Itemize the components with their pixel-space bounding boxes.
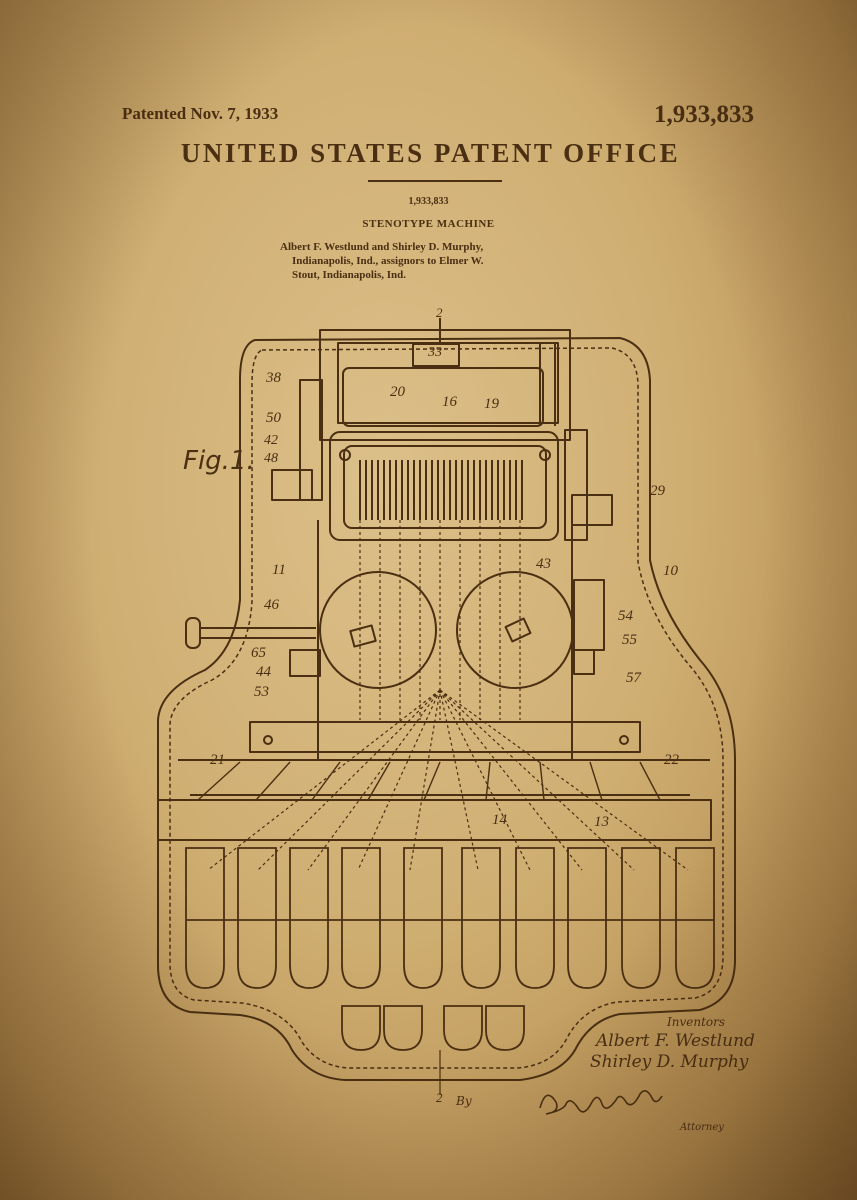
roller-housing bbox=[342, 367, 544, 427]
key-row-thumb bbox=[341, 1005, 525, 1095]
ref-42: 42 bbox=[264, 433, 278, 448]
ref-43: 43 bbox=[536, 556, 551, 572]
ref-33: 33 bbox=[428, 345, 442, 360]
ref-48: 48 bbox=[264, 451, 278, 466]
title-rule bbox=[368, 180, 502, 182]
right-wheel bbox=[456, 571, 574, 689]
attorney-signature bbox=[539, 1090, 663, 1115]
office-title: UNITED STATES PATENT OFFICE bbox=[180, 138, 681, 168]
ref-21: 21 bbox=[210, 752, 225, 768]
machine-name: STENOTYPE MACHINE bbox=[362, 218, 495, 230]
housing-inner-outline bbox=[169, 347, 724, 1069]
ref-44: 44 bbox=[256, 664, 271, 680]
ref-20: 20 bbox=[390, 384, 405, 400]
patent-date: Patented Nov. 7, 1933 bbox=[122, 104, 279, 123]
housing-outline bbox=[157, 337, 736, 1081]
inventor-signature-1: Albert F. Westlund bbox=[596, 1031, 755, 1051]
inventors-caption: Inventors bbox=[667, 1015, 726, 1029]
ref-22: 22 bbox=[664, 752, 679, 768]
ref-55: 55 bbox=[622, 632, 637, 648]
inventor-assignor-text: Albert F. Westlund and Shirley D. Murphy… bbox=[280, 240, 483, 282]
ref-65: 65 bbox=[251, 645, 266, 661]
type-frame bbox=[329, 431, 559, 541]
ref-2-bottom: 2 bbox=[436, 1090, 443, 1105]
ref-11: 11 bbox=[272, 562, 286, 578]
ref-50: 50 bbox=[266, 410, 281, 426]
knob bbox=[185, 617, 201, 649]
inventor-line-3: Stout, Indianapolis, Ind. bbox=[292, 269, 407, 281]
key-row-upper bbox=[185, 847, 715, 989]
ref-13: 13 bbox=[594, 814, 609, 830]
left-wheel bbox=[319, 571, 437, 689]
ref-53: 53 bbox=[254, 684, 269, 700]
ref-38: 38 bbox=[266, 370, 281, 386]
inventor-line-1: Albert F. Westlund and Shirley D. Murphy… bbox=[280, 241, 484, 253]
patent-number: 1,933,833 bbox=[654, 101, 754, 128]
ref-19: 19 bbox=[484, 396, 499, 412]
inventor-signature-2: Shirley D. Murphy bbox=[590, 1052, 749, 1072]
ref-2-top: 2 bbox=[436, 305, 443, 320]
ref-54: 54 bbox=[618, 608, 633, 624]
ref-46: 46 bbox=[264, 597, 279, 613]
keyboard-rail bbox=[157, 799, 712, 841]
ref-57: 57 bbox=[626, 670, 641, 686]
inventor-line-2: Indianapolis, Ind., assignors to Elmer W… bbox=[292, 255, 484, 267]
attorney-caption: Attorney bbox=[680, 1122, 724, 1133]
patent-number-sub: 1,933,833 bbox=[408, 196, 449, 207]
ref-10: 10 bbox=[663, 563, 678, 579]
ref-29: 29 bbox=[650, 483, 665, 499]
figure-label: Fig.1. bbox=[183, 446, 255, 476]
paper-carriage bbox=[319, 329, 571, 441]
by-label: By bbox=[456, 1094, 472, 1108]
ref-16: 16 bbox=[442, 394, 457, 410]
key-lever-bar bbox=[249, 721, 641, 753]
ref-14: 14 bbox=[492, 812, 507, 828]
